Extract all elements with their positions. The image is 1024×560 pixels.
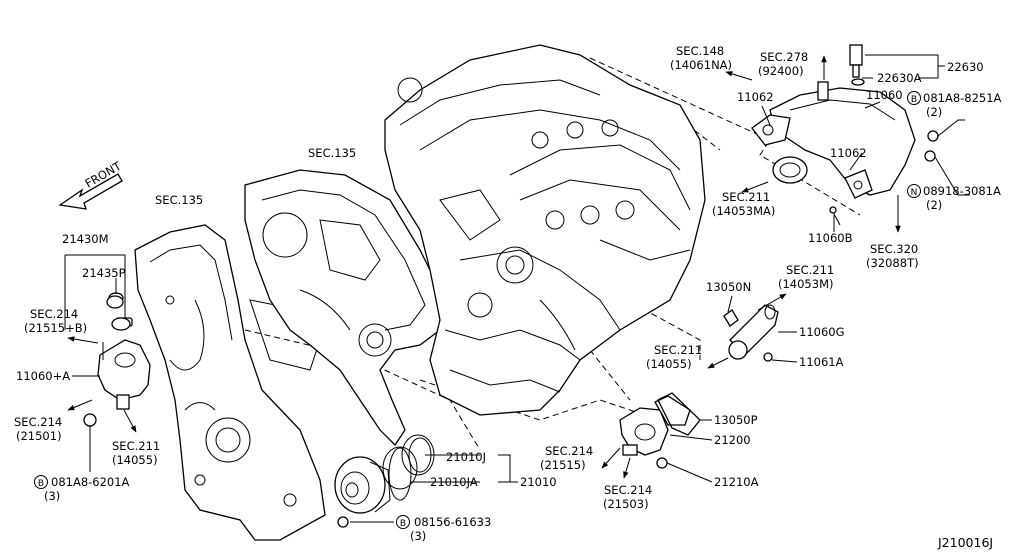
front-arrow-icon — [58, 173, 123, 210]
label-sec214-d-code: (21503) — [603, 497, 649, 511]
bolt-marker-b — [396, 515, 410, 529]
label-11060: 11060 — [866, 88, 903, 102]
nut-marker-letter: N — [911, 188, 918, 198]
water-pump-illustration — [334, 437, 432, 528]
label-sec211-a: SEC.211 — [112, 439, 160, 453]
label-21430M: 21430M — [62, 232, 109, 246]
label-bolt-c-code: 081A8-8251A — [923, 91, 1002, 105]
thermostat-housing-illustration — [619, 395, 691, 469]
label-sec278-code: (92400) — [758, 64, 804, 78]
label-13050N: 13050N — [706, 280, 751, 294]
label-nut-qty: (2) — [926, 198, 942, 212]
label-sec214-c: SEC.214 — [545, 444, 593, 458]
label-sec214-a-code: (21515+B) — [24, 321, 87, 335]
label-sec278: SEC.278 — [760, 50, 808, 64]
label-bolt-a-qty: (3) — [44, 489, 60, 503]
label-22630: 22630 — [947, 60, 984, 74]
label-sec211-c: SEC.211 — [786, 263, 834, 277]
water-outlet-pipe-illustration — [751, 44, 939, 226]
diagram-id: J210016J — [937, 535, 993, 550]
label-11060B: 11060B — [808, 231, 853, 245]
label-11062-mid: 11062 — [830, 146, 867, 160]
front-water-outlet-illustration — [83, 292, 151, 427]
nut-marker — [907, 184, 921, 198]
label-sec214-c-code: (21515) — [540, 458, 586, 472]
label-sec148: SEC.148 — [676, 44, 724, 58]
label-sec214-b-code: (21501) — [16, 429, 62, 443]
label-sec211-a-code: (14055) — [112, 453, 158, 467]
label-13050P: 13050P — [714, 413, 758, 427]
label-nut-code: 08918-3081A — [923, 184, 1001, 198]
bolt-marker-c — [907, 91, 921, 105]
front-direction-indicator: FRONT — [58, 158, 124, 210]
label-sec135-left: SEC.135 — [155, 193, 203, 207]
label-sec211-b-code: (14053MA) — [712, 204, 775, 218]
bolt-marker-c-letter: B — [911, 95, 917, 105]
label-sec320-code: (32088T) — [866, 256, 919, 270]
label-11060A: 11060+A — [16, 369, 70, 383]
label-11062-top: 11062 — [737, 90, 774, 104]
label-sec214-d: SEC.214 — [604, 483, 652, 497]
label-sec211-c-code: (14053M) — [778, 277, 833, 291]
label-21010JA: 21010JA — [430, 475, 478, 489]
label-sec148-code: (14061NA) — [670, 58, 732, 72]
label-21200: 21200 — [714, 433, 751, 447]
engine-block-illustration — [384, 44, 706, 416]
bolt-marker-a-letter: B — [38, 479, 44, 489]
label-bolt-a-code: 081A8-6201A — [51, 475, 130, 489]
label-sec135-center: SEC.135 — [308, 146, 356, 160]
label-bolt-b-code: 08156-61633 — [414, 515, 491, 529]
label-21210A: 21210A — [714, 475, 759, 489]
label-sec214-b: SEC.214 — [14, 415, 62, 429]
label-21435P: 21435P — [82, 266, 126, 280]
label-21010J: 21010J — [446, 450, 486, 464]
label-sec214-a: SEC.214 — [30, 307, 78, 321]
bolt-marker-a — [34, 475, 48, 489]
leader-lines — [64, 54, 970, 523]
reference-arrows — [67, 55, 901, 479]
label-sec211-d: SEC.211 — [654, 343, 702, 357]
label-sec211-d-code: (14055) — [646, 357, 692, 371]
label-bolt-c-qty: (2) — [926, 105, 942, 119]
label-sec320: SEC.320 — [870, 242, 918, 256]
label-11061A: 11061A — [799, 355, 844, 369]
part-labels: SEC.135 SEC.135 21430M 21435P SEC.214 (2… — [14, 44, 1002, 550]
label-22630A: 22630A — [877, 71, 922, 85]
label-11060G: 11060G — [799, 325, 845, 339]
heater-pipe-illustration — [723, 304, 779, 362]
label-21010: 21010 — [520, 475, 557, 489]
inner-timing-cover-illustration — [244, 169, 446, 447]
bolt-marker-b-letter: B — [400, 519, 406, 529]
bolt-nut-markers: B B B N — [34, 91, 921, 529]
label-bolt-b-qty: (3) — [410, 529, 426, 543]
label-sec211-b: SEC.211 — [722, 190, 770, 204]
